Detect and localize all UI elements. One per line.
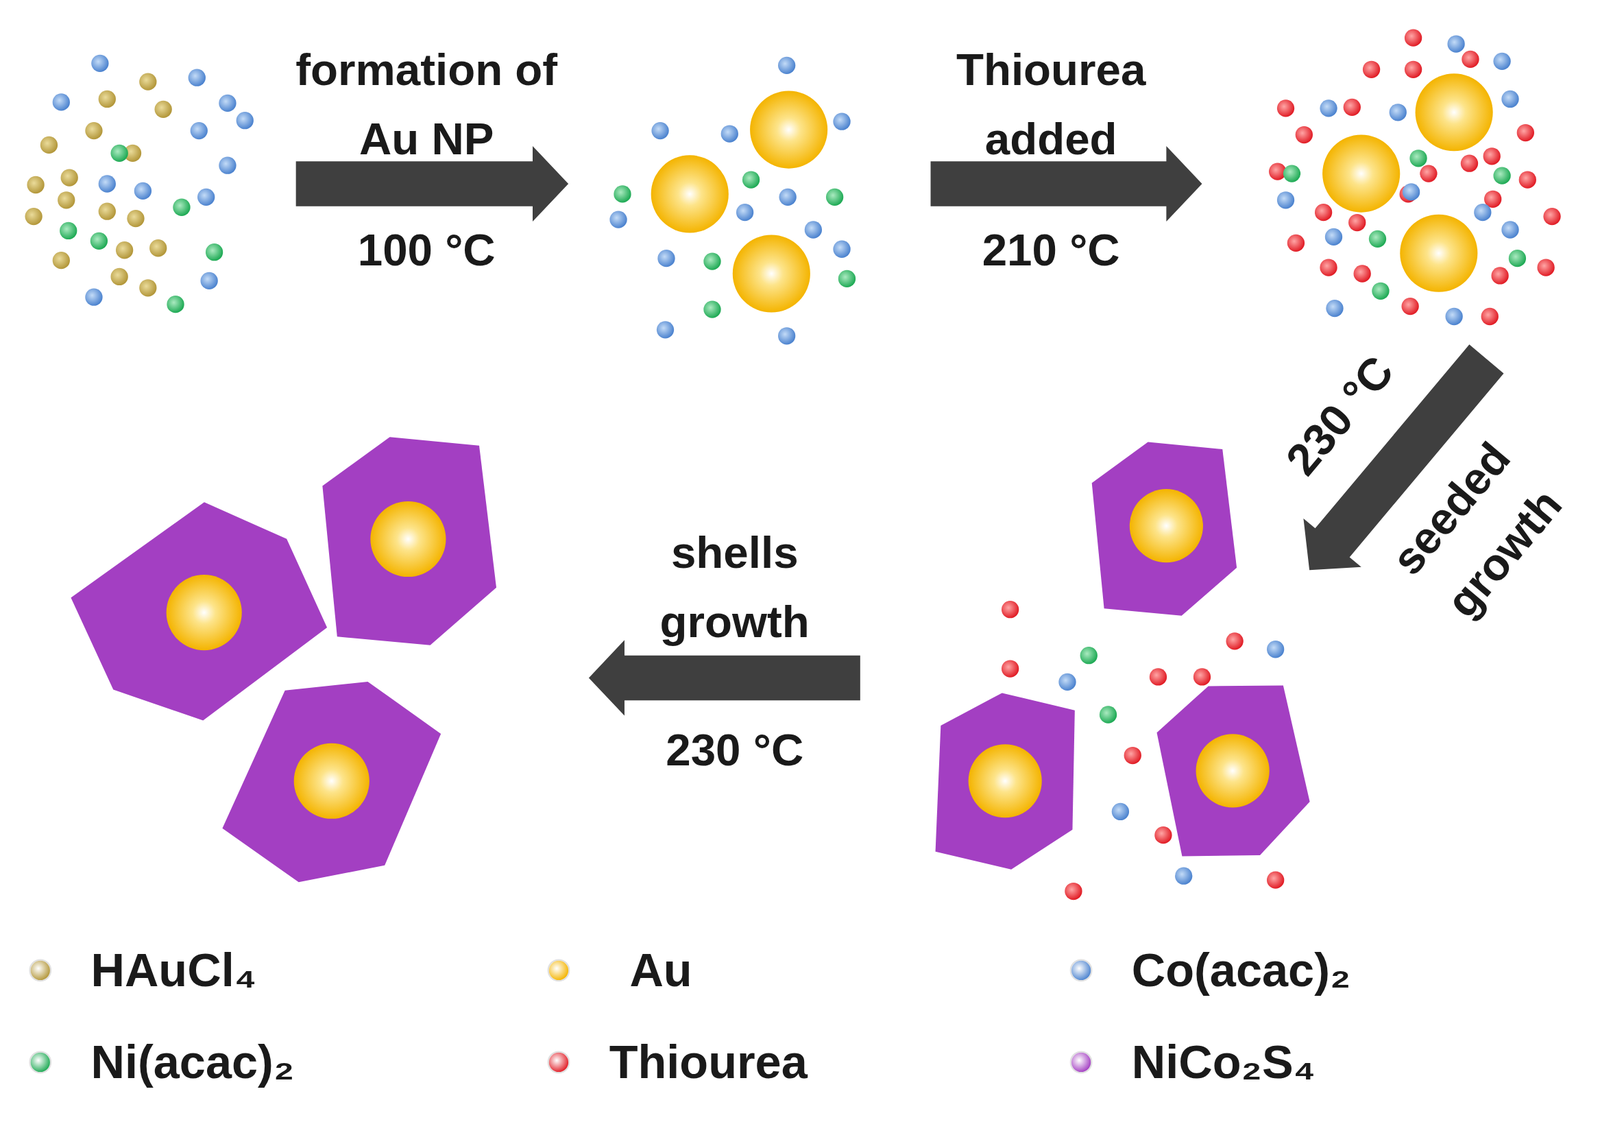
legend-item: NiCo₂S₄ bbox=[1071, 1033, 1316, 1089]
legend-text: Thiourea bbox=[609, 1033, 808, 1089]
arrow-label: formation of Au NP bbox=[278, 34, 575, 174]
legend-item: Thiourea bbox=[549, 1033, 808, 1089]
legend-swatch bbox=[30, 1051, 51, 1071]
legend-text: NiCo₂S₄ bbox=[1131, 1033, 1316, 1089]
legend-item: Au bbox=[549, 941, 693, 997]
arrow-label: 210 °C bbox=[898, 215, 1205, 285]
arrow-label: 100 °C bbox=[273, 215, 580, 285]
legend-text: Co(acac)₂ bbox=[1131, 941, 1352, 997]
legend-swatch bbox=[1071, 1051, 1091, 1071]
arrow-label: Thiourea added bbox=[902, 34, 1199, 174]
legend-text: HAuCl₄ bbox=[90, 941, 257, 997]
arrow-label: shells growth bbox=[612, 517, 857, 657]
arrow-label: 230 °C bbox=[1234, 298, 1446, 532]
arrow-label: 230 °C bbox=[581, 715, 888, 785]
legend-text: Au bbox=[629, 941, 692, 997]
legend-item: HAuCl₄ bbox=[30, 941, 258, 997]
legend-swatch bbox=[549, 1051, 569, 1071]
legend-text: Ni(acac)₂ bbox=[90, 1033, 295, 1089]
legend-swatch bbox=[549, 959, 569, 979]
legend-item: Ni(acac)₂ bbox=[30, 1033, 295, 1089]
legend-swatch bbox=[30, 959, 51, 979]
arrow-label: seeded growth bbox=[1358, 407, 1596, 654]
legend-item: Co(acac)₂ bbox=[1071, 941, 1351, 997]
legend-swatch bbox=[1071, 959, 1091, 979]
